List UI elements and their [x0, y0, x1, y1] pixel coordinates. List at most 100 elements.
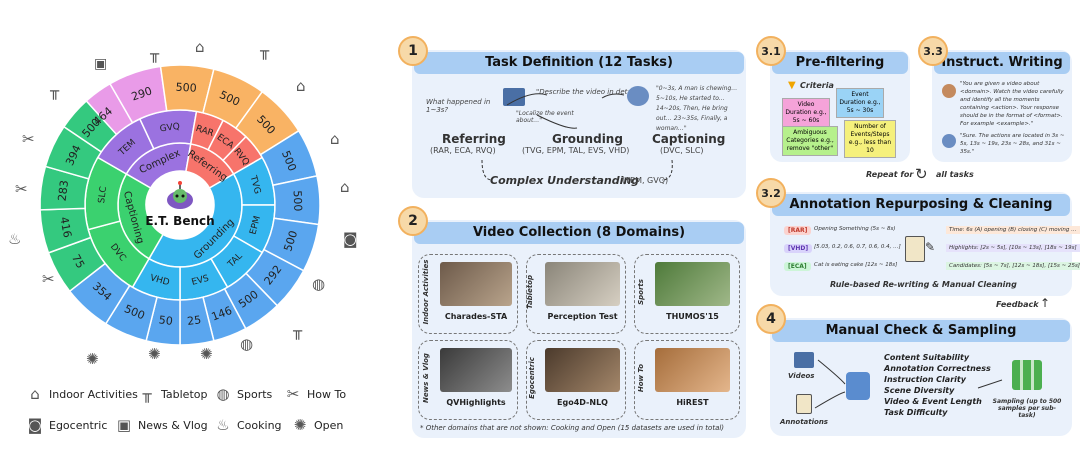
domain-side-label: Indoor Activities: [422, 259, 430, 325]
legend-item: ✺Open: [290, 416, 344, 434]
vr-headset-icon: ◙: [27, 416, 43, 434]
dataset-name: Ego4D-NLQ: [557, 398, 608, 407]
domain-side-label: News & Vlog: [422, 353, 430, 403]
document-icon: [796, 394, 812, 414]
domain-box: [418, 254, 518, 334]
table-icon: ╥: [260, 42, 270, 60]
video-collection-panel: [412, 220, 746, 438]
repurposing-caption: Rule-based Re-writing & Manual Cleaning: [830, 280, 1017, 289]
domain-side-label: Egocentric: [528, 357, 536, 399]
raw-annotation: Cat is eating cake [12s ~ 18s]: [814, 262, 898, 268]
count-label: 50: [158, 313, 173, 328]
check-item: Content Suitability: [884, 353, 970, 362]
filter-icon: ▼: [788, 80, 796, 91]
check-item: Annotation Correctness: [884, 364, 991, 373]
domain-side-label: Sports: [637, 279, 645, 305]
check-flow-arrows: [814, 359, 1003, 409]
domain-box: [418, 340, 518, 420]
task-tag: [ECA]: [784, 262, 811, 271]
legend-label: News & Vlog: [138, 418, 208, 432]
pot-icon: ♨: [216, 416, 230, 434]
refresh-icon: ↻: [915, 165, 928, 183]
sample-grid-icon: [1012, 360, 1042, 390]
legend-item: ♨ Cooking: [213, 416, 282, 434]
count-label: 25: [186, 313, 201, 328]
table-icon: ╥: [293, 322, 303, 340]
feedback-arrow-icon: ↑: [1040, 296, 1051, 310]
check-item: Scene Diversity: [884, 386, 955, 395]
reviewer-person-icon: [846, 372, 870, 400]
tools-icon: ✂: [286, 385, 300, 403]
ai-robot-icon: [627, 86, 649, 106]
clipboard-icon: [905, 236, 925, 262]
burst-icon: ✺: [148, 345, 161, 363]
grounding-title: Grounding: [552, 132, 623, 146]
flow-arrows: [481, 93, 673, 181]
dataset-name: HiREST: [676, 398, 709, 407]
captioning-tasks: (DVC, SLC): [660, 146, 704, 155]
referring-tasks: (RAR, ECA, RVQ): [430, 146, 496, 155]
instruction-text: "You are given a video about <domain>. W…: [960, 81, 1064, 127]
checklist: Content Suitability Annotation Correctne…: [884, 352, 991, 418]
sticky-note: Ambiguous Categories e.g., remove "other…: [782, 126, 838, 156]
check-item: Video & Event Length: [884, 397, 982, 406]
video-thumbnail: [545, 348, 620, 392]
captioning-title: Captioning: [652, 132, 726, 146]
complex-tasks: (TEM, GVQ): [622, 176, 669, 185]
count-label: 416: [57, 216, 74, 239]
raw-annotation: Opening Something (5s ~ 8s): [814, 226, 896, 232]
legend-item: ⌂Indoor Activities: [25, 385, 138, 403]
domain-box: [634, 254, 740, 334]
pencil-icon: ✎: [925, 240, 936, 254]
user-avatar-icon: [942, 84, 956, 98]
video-thumbnail: [440, 348, 512, 392]
step-number-badge: 3.3: [918, 36, 948, 66]
house-icon: ⌂: [195, 38, 205, 56]
task-definition-panel: [412, 50, 746, 198]
tools-icon: ✂: [42, 270, 55, 288]
task-label: EVS: [191, 274, 211, 288]
processed-annotation: Highlights: [2s ~ 5s], [10s ~ 13s], [18s…: [946, 244, 1080, 252]
annotations-label: Annotations: [780, 418, 828, 426]
robot-mascot-icon: [167, 181, 193, 209]
step-number-badge: 3.1: [756, 36, 786, 66]
processed-annotation: Time: 6s (A) opening (B) closing (C) mov…: [946, 226, 1080, 234]
count-label: 75: [69, 252, 87, 271]
legend-item: ◍Sports: [213, 385, 272, 403]
step-number-badge: 4: [756, 304, 786, 334]
count-segment: [62, 99, 118, 153]
task-label: GVQ: [159, 122, 180, 135]
annotation-repurposing-header: Annotation Repurposing & Cleaning: [772, 194, 1070, 216]
domain-box: [634, 340, 740, 420]
dataset-name: QVHighlights: [446, 398, 506, 407]
domain-side-label: How To: [637, 363, 645, 393]
step-number-badge: 2: [398, 206, 428, 236]
legend-label: How To: [307, 387, 347, 401]
tools-icon: ✂: [22, 130, 35, 148]
camera-icon: ▣: [94, 56, 108, 72]
instruction-writing-header: Instruct. Writing: [934, 52, 1070, 74]
legend-label: Tabletop: [161, 387, 208, 401]
legend-label: Cooking: [237, 418, 282, 432]
burst-icon: ✺: [200, 345, 213, 363]
referring-title: Referring: [442, 132, 506, 146]
videos-label: Videos: [788, 372, 815, 380]
dataset-name: Perception Test: [547, 312, 618, 321]
video-thumbnail: [440, 262, 512, 306]
burst-icon: ✺: [86, 350, 99, 368]
count-label: 500: [291, 190, 305, 211]
legend-item: ▣News & Vlog: [114, 416, 208, 434]
complex-title: Complex Understanding: [490, 174, 640, 187]
pot-icon: ♨: [8, 230, 22, 248]
center-title: E.T. Bench: [145, 214, 214, 228]
sampling-text: Sampling (up to 500 samples per sub-task…: [992, 398, 1062, 419]
sticky-note: Video Duration e.g., 5s ~ 60s: [782, 98, 830, 128]
question-text: What happened in 1~3s?: [426, 98, 491, 114]
video-clapper-icon: [794, 352, 814, 368]
house-icon: ⌂: [296, 77, 306, 95]
dataset-name: Charades-STA: [444, 312, 508, 321]
ball-icon: ◍: [216, 385, 230, 403]
legend-item: ╥Tabletop: [137, 385, 207, 403]
tools-icon: ✂: [15, 180, 28, 198]
check-item: Task Difficulty: [884, 408, 948, 417]
